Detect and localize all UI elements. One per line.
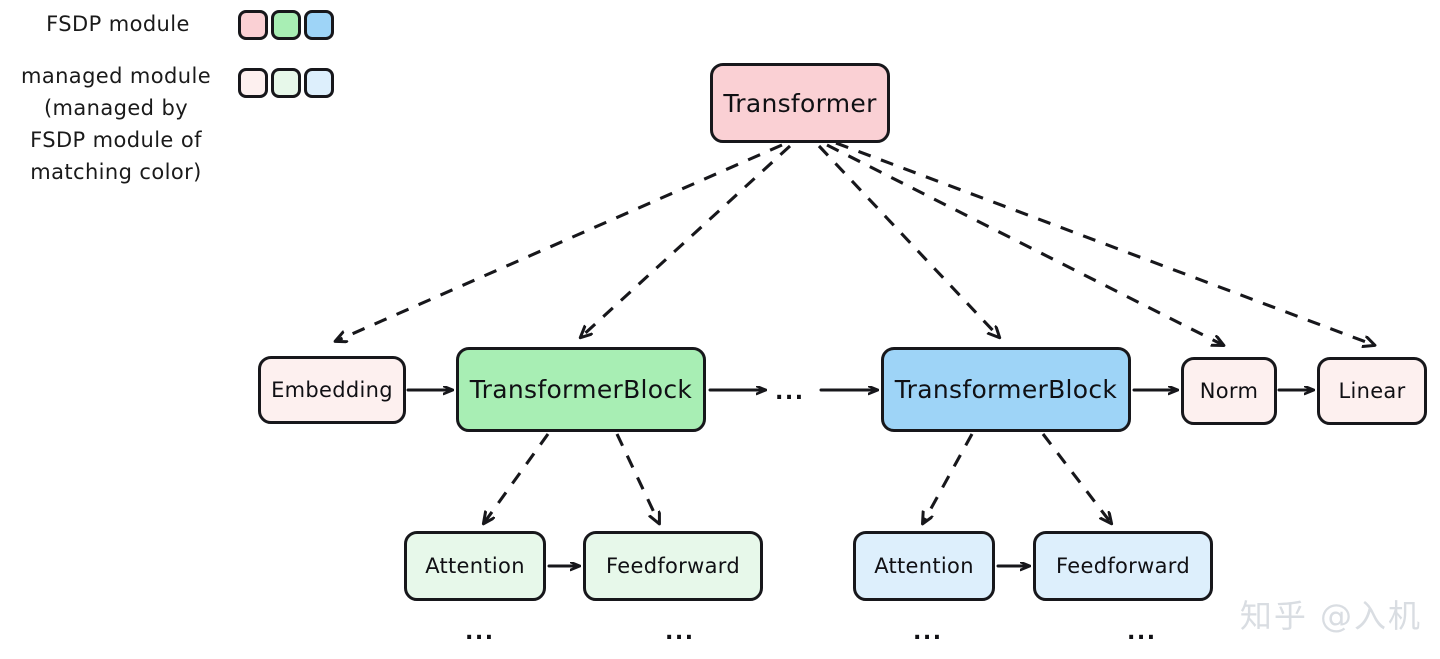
edge-block1-to-attention1	[484, 433, 550, 523]
legend-label-fsdp-module: FSDP module	[46, 12, 190, 36]
watermark: 知乎 @入机	[1239, 597, 1422, 635]
chain-ellipsis: ...	[775, 380, 805, 405]
node-embedding[interactable]: Embedding	[258, 356, 406, 424]
node-label-norm: Norm	[1199, 379, 1259, 403]
edge-transformer-to-transformerblock2	[817, 144, 999, 337]
legend-swatch-managed-green	[271, 68, 301, 98]
legend-swatch-fsdp-blue	[304, 10, 334, 40]
legend-row-managed-module: managed module (managed by FSDP module o…	[2, 60, 348, 188]
edge-transformer-to-transformerblock1	[581, 144, 792, 337]
legend-swatch-fsdp-pink	[238, 10, 268, 40]
node-linear[interactable]: Linear	[1317, 357, 1427, 425]
node-label-attention2: Attention	[874, 554, 974, 578]
node-label-feedforward1: Feedforward	[606, 554, 740, 578]
node-transformerblock2[interactable]: TransformerBlock	[881, 347, 1131, 432]
feedforward1-ellipsis: ...	[665, 620, 695, 645]
node-label-linear: Linear	[1338, 379, 1406, 403]
dashed-edges-group	[336, 141, 1374, 523]
attention2-ellipsis: ...	[913, 620, 943, 645]
node-label-attention1: Attention	[425, 554, 525, 578]
legend-swatch-fsdp-green	[271, 10, 301, 40]
legend-label-managed-module: managed module (managed by FSDP module o…	[20, 64, 212, 184]
node-attention1[interactable]: Attention	[404, 531, 546, 601]
node-attention2[interactable]: Attention	[853, 531, 995, 601]
edge-transformer-to-linear	[835, 141, 1374, 345]
node-feedforward1[interactable]: Feedforward	[583, 531, 763, 601]
node-norm[interactable]: Norm	[1181, 357, 1277, 425]
legend-swatches-fsdp-module	[238, 10, 334, 40]
edge-block2-to-feedforward2	[1041, 433, 1111, 523]
node-transformer[interactable]: Transformer	[710, 63, 890, 143]
legend-swatch-managed-pink	[238, 68, 268, 98]
edge-block1-to-feedforward1	[615, 433, 659, 523]
node-label-transformerblock2: TransformerBlock	[894, 375, 1118, 404]
node-transformerblock1[interactable]: TransformerBlock	[456, 347, 706, 432]
node-label-transformerblock1: TransformerBlock	[469, 375, 693, 404]
feedforward2-ellipsis: ...	[1127, 620, 1157, 645]
legend-swatch-managed-blue	[304, 68, 334, 98]
edge-block2-to-attention2	[923, 433, 974, 523]
legend-row-fsdp-module: FSDP module	[18, 8, 348, 40]
node-label-transformer: Transformer	[723, 88, 877, 118]
legend-swatches-managed-module	[238, 68, 334, 98]
attention1-ellipsis: ...	[465, 620, 495, 645]
edge-transformer-to-norm	[826, 143, 1223, 345]
node-label-embedding: Embedding	[271, 378, 393, 402]
edge-transformer-to-embedding	[336, 143, 783, 341]
node-feedforward2[interactable]: Feedforward	[1033, 531, 1213, 601]
node-label-feedforward2: Feedforward	[1056, 554, 1190, 578]
